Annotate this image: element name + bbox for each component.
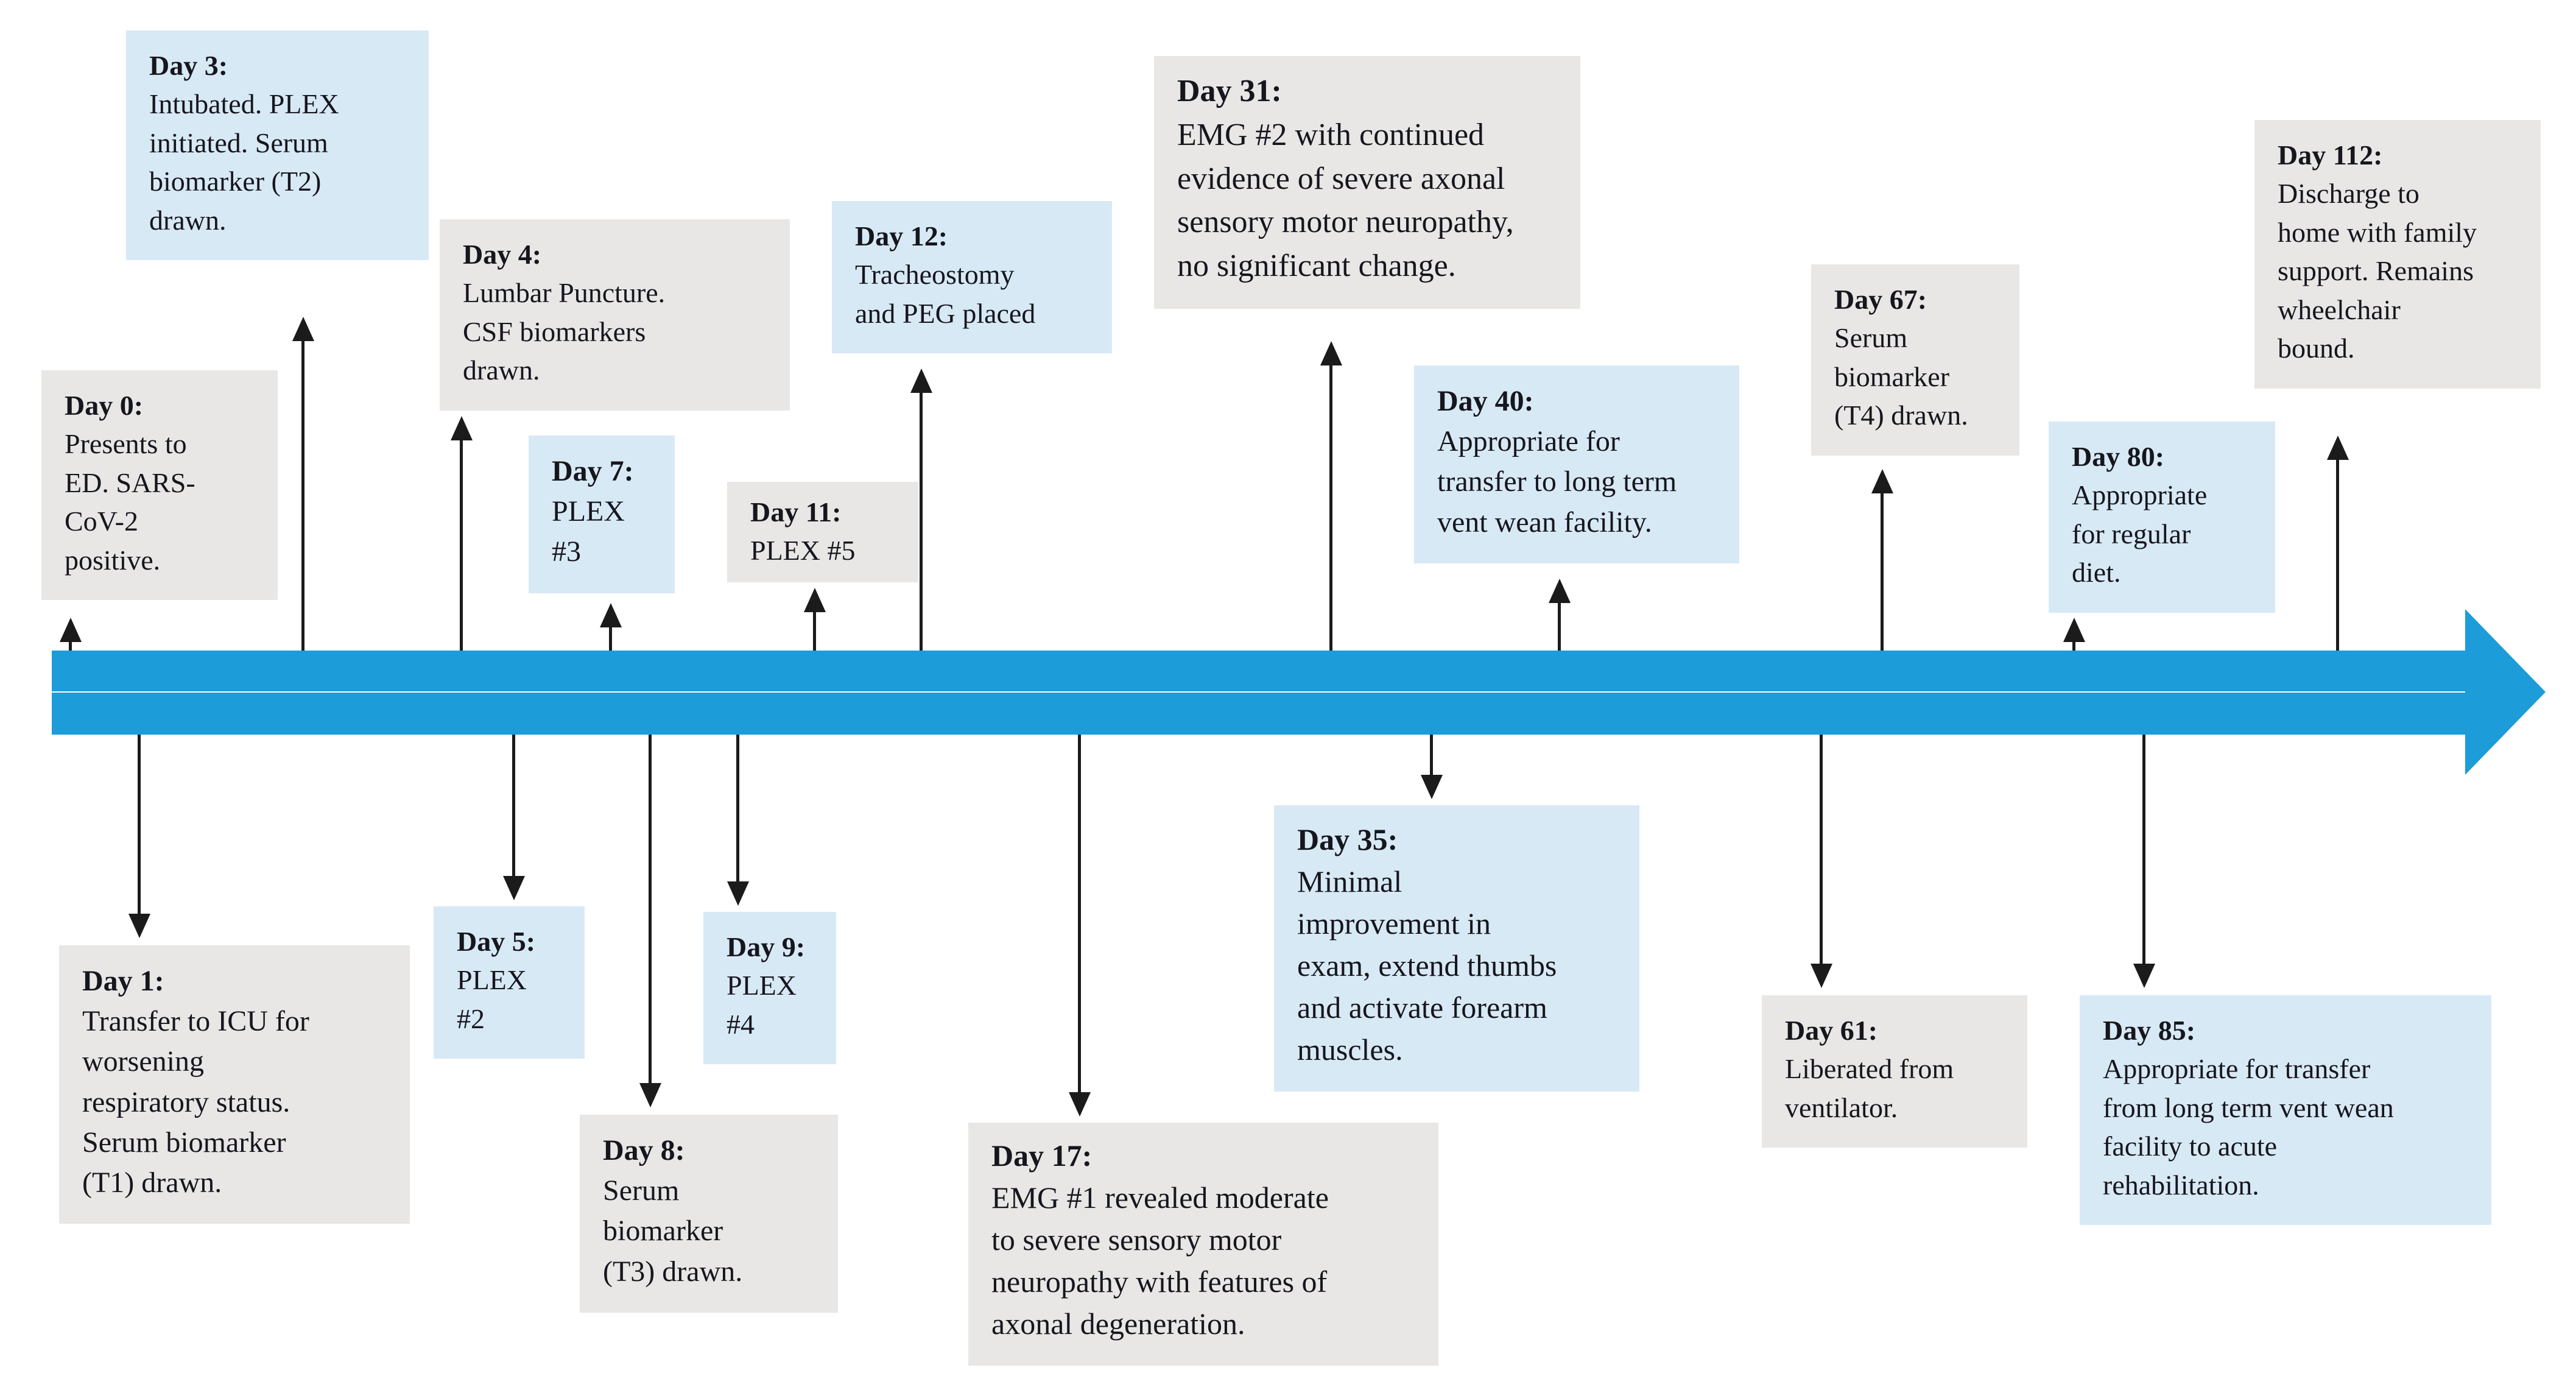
event-day-label: Day 67: [1834,284,1927,315]
timeline-bar [52,651,2465,735]
connector-arrow-day-9 [736,735,739,881]
event-day-label: Day 7: [552,455,634,487]
event-day-label: Day 1: [82,965,164,997]
connector-arrow-day-112 [2336,460,2339,651]
event-day-label: Day 5: [457,926,536,957]
connector-arrow-day-8 [649,735,652,1083]
event-box-day-35: Day 35: Minimal improvement in exam, ext… [1274,805,1639,1092]
event-body: PLEX #5 [750,535,856,566]
event-box-day-85: Day 85: Appropriate for transfer from lo… [2080,995,2491,1226]
connector-arrow-day-35 [1430,735,1433,775]
event-box-day-40: Day 40: Appropriate for transfer to long… [1414,365,1739,563]
connector-arrow-day-0 [69,642,72,651]
event-day-label: Day 4: [463,239,542,270]
event-body: Lumbar Puncture. CSF biomarkers drawn. [463,277,666,386]
event-body: PLEX #3 [552,495,625,568]
event-body: Presents to ED. SARS- CoV-2 positive. [65,428,195,576]
event-body: Serum biomarker (T3) drawn. [603,1174,743,1288]
connector-arrow-day-85 [2142,735,2145,964]
connector-arrow-day-4 [460,440,463,651]
event-body: Liberated from ventilator. [1785,1053,1954,1123]
event-box-day-3: Day 3: Intubated. PLEX initiated. Serum … [126,30,429,261]
event-box-day-31: Day 31: EMG #2 with continued evidence o… [1154,56,1580,309]
event-body: Discharge to home with family support. R… [2278,178,2477,364]
event-day-label: Day 12: [855,221,948,252]
connector-arrow-day-11 [813,612,816,651]
event-body: Intubated. PLEX initiated. Serum biomark… [149,88,339,236]
event-box-day-17: Day 17: EMG #1 revealed moderate to seve… [968,1123,1438,1366]
connector-arrow-day-12 [920,393,923,651]
event-day-label: Day 3: [149,50,228,81]
connector-arrow-day-1 [138,735,141,914]
connector-arrow-day-17 [1078,735,1081,1092]
event-box-day-11: Day 11: PLEX #5 [727,482,918,582]
event-body: Appropriate for transfer from long term … [2103,1053,2394,1201]
event-body: EMG #1 revealed moderate to severe senso… [991,1181,1329,1341]
event-box-day-9: Day 9: PLEX #4 [703,912,836,1065]
event-body: Serum biomarker (T4) drawn. [1834,322,1968,431]
connector-arrow-day-3 [301,341,304,651]
connector-arrow-day-61 [1820,735,1823,964]
event-day-label: Day 9: [727,931,806,962]
event-day-label: Day 0: [65,390,144,421]
connector-arrow-day-40 [1558,603,1561,651]
event-body: Minimal improvement in exam, extend thum… [1297,864,1557,1067]
event-day-label: Day 61: [1785,1015,1878,1046]
connector-arrow-day-80 [2072,642,2075,651]
event-box-day-61: Day 61: Liberated from ventilator. [1762,995,2027,1148]
event-body: Tracheostomy and PEG placed [855,259,1036,329]
event-box-day-5: Day 5: PLEX #2 [434,906,585,1059]
event-box-day-80: Day 80: Appropriate for regular diet. [2049,422,2275,613]
event-day-label: Day 8: [603,1134,685,1166]
event-day-label: Day 31: [1177,74,1282,108]
event-body: PLEX #4 [727,970,797,1040]
event-day-label: Day 11: [750,496,842,528]
connector-arrow-day-7 [609,627,612,651]
connector-arrow-day-67 [1881,493,1884,651]
event-body: EMG #2 with continued evidence of severe… [1177,117,1514,283]
event-day-label: Day 112: [2278,139,2383,171]
event-day-label: Day 17: [991,1138,1093,1173]
event-day-label: Day 80: [2072,441,2165,472]
event-day-label: Day 85: [2103,1015,2196,1046]
event-box-day-4: Day 4: Lumbar Puncture. CSF biomarkers d… [440,219,790,411]
event-day-label: Day 35: [1297,822,1398,856]
timeline-arrowhead-icon [2465,609,2546,775]
event-body: PLEX #2 [457,964,527,1034]
event-box-day-0: Day 0: Presents to ED. SARS- CoV-2 posit… [41,370,278,601]
event-body: Appropriate for transfer to long term ve… [1437,425,1677,538]
event-day-label: Day 40: [1437,385,1534,417]
event-box-day-12: Day 12: Tracheostomy and PEG placed [832,201,1112,354]
event-box-day-67: Day 67: Serum biomarker (T4) drawn. [1811,264,2019,456]
event-box-day-7: Day 7: PLEX #3 [529,436,675,593]
connector-arrow-day-31 [1329,365,1332,651]
event-box-day-112: Day 112: Discharge to home with family s… [2254,120,2541,389]
event-body: Appropriate for regular diet. [2072,479,2208,588]
event-box-day-1: Day 1: Transfer to ICU for worsening res… [59,945,410,1224]
connector-arrow-day-5 [512,735,515,876]
event-box-day-8: Day 8: Serum biomarker (T3) drawn. [580,1115,838,1313]
event-body: Transfer to ICU for worsening respirator… [82,1005,309,1199]
